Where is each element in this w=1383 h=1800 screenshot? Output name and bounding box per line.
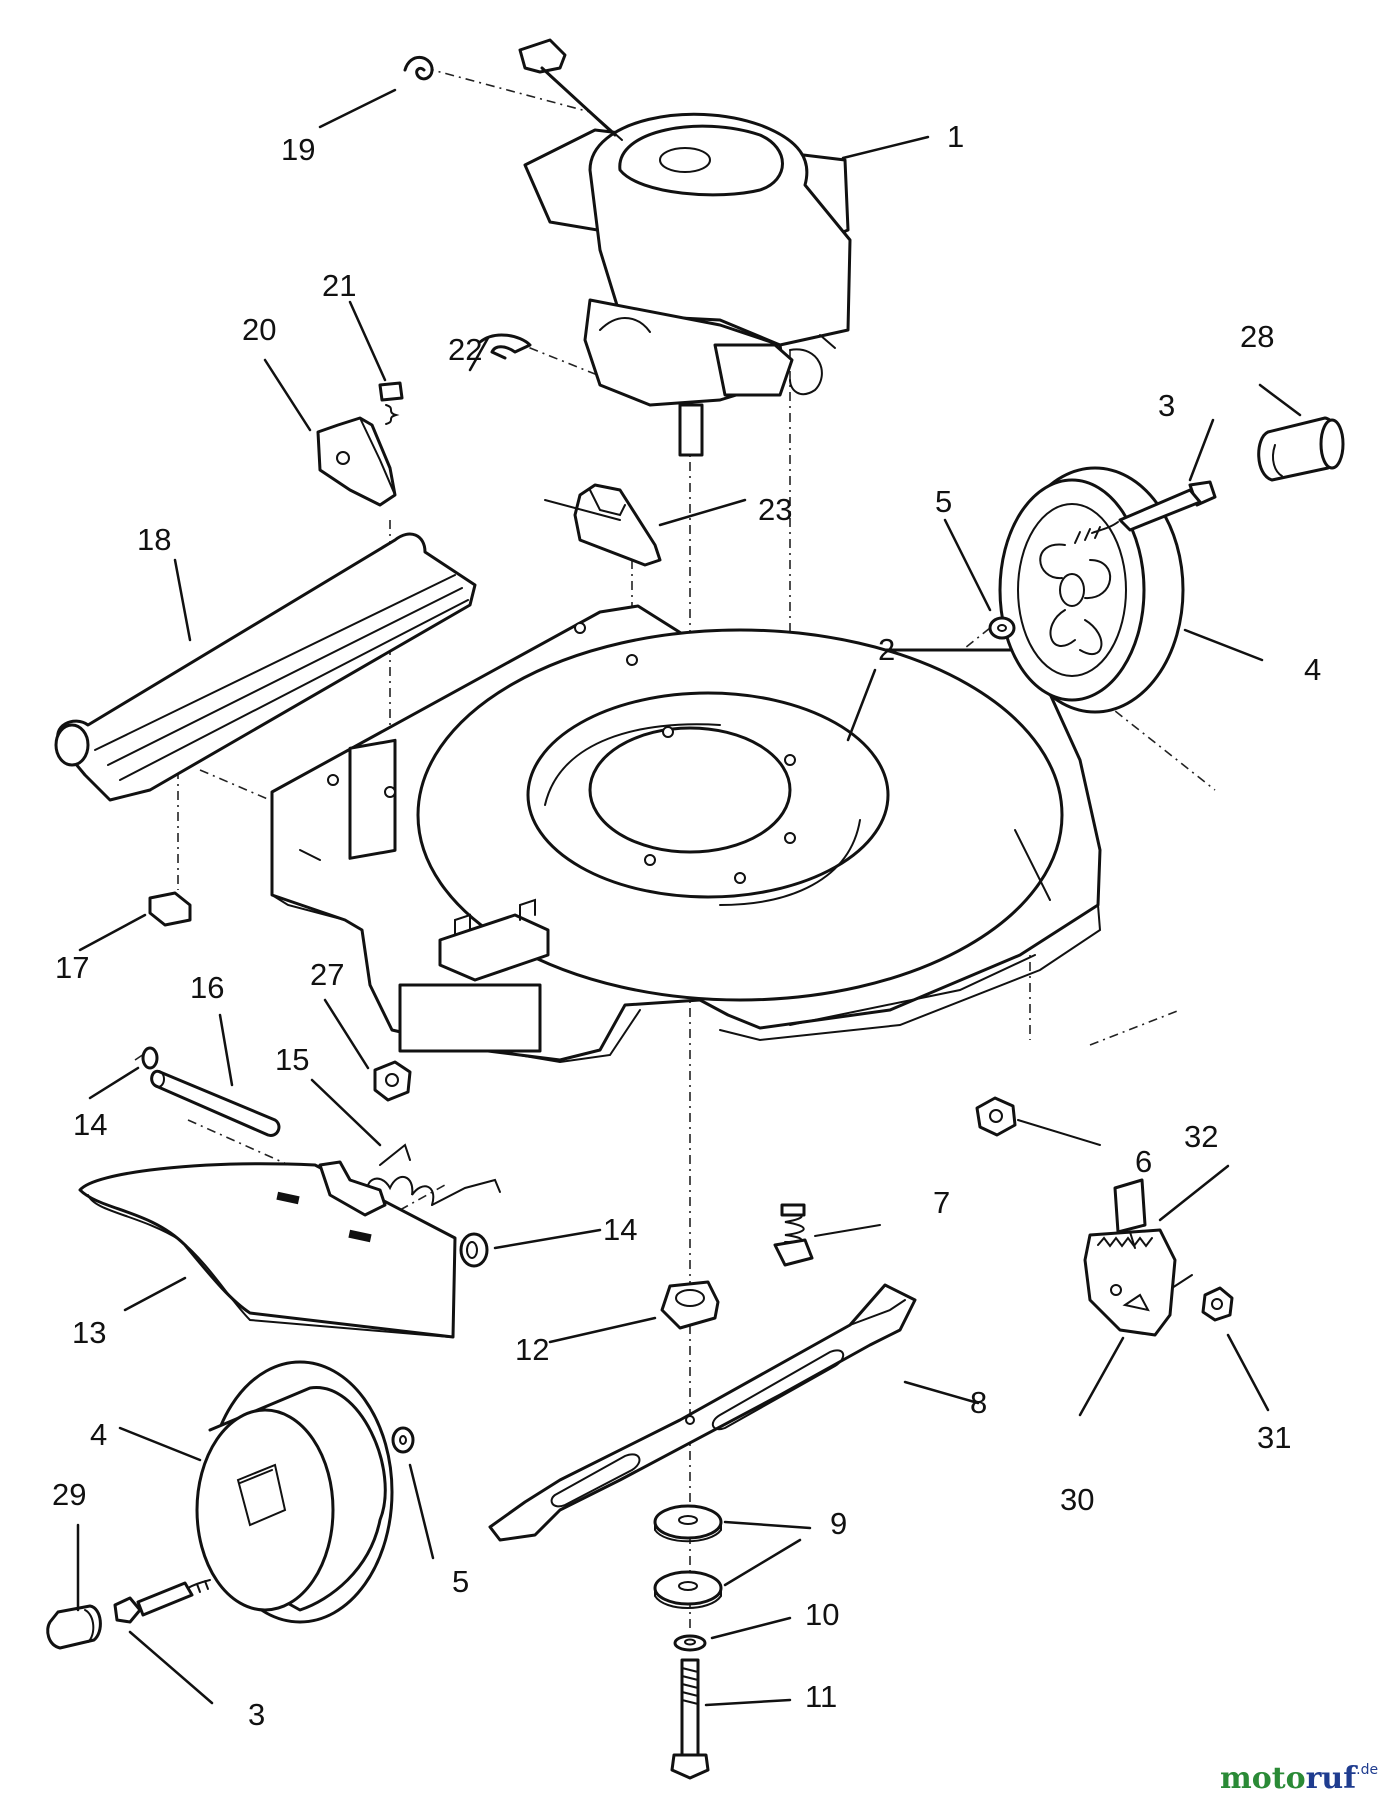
callout-31: 31	[1257, 1420, 1291, 1455]
bracket-20	[316, 416, 397, 507]
callout-5-right: 5	[935, 484, 952, 519]
wheel-4-right	[998, 466, 1185, 714]
callout-labels: 1 2 3 3 4 4 5 5 6 7 8 9 10 11 12 13 14 1…	[52, 119, 1321, 1732]
mower-deck	[270, 604, 1102, 1064]
bolt-21	[378, 381, 404, 425]
callout-8: 8	[970, 1385, 987, 1420]
callout-3-left: 3	[248, 1697, 265, 1732]
callout-9: 9	[830, 1506, 847, 1541]
bolt-7	[773, 1203, 881, 1267]
callout-2: 2	[878, 632, 895, 667]
washer-5-right	[988, 616, 1016, 640]
nut-6	[975, 1096, 1101, 1146]
washer-14-left	[141, 1046, 159, 1070]
callout-12: 12	[515, 1332, 549, 1367]
svg-text:motoruf.de: motoruf.de	[1220, 1761, 1378, 1796]
callout-28: 28	[1240, 319, 1274, 354]
callout-10: 10	[805, 1597, 839, 1632]
callout-21: 21	[322, 268, 356, 303]
leader-lines	[76, 88, 1302, 1707]
watermark-brand-part1: moto	[1220, 1761, 1306, 1796]
blade-8	[488, 1283, 917, 1542]
bracket-23	[544, 483, 662, 567]
callout-14-right: 14	[603, 1212, 637, 1247]
callout-27: 27	[310, 957, 344, 992]
rod-16	[150, 1069, 281, 1137]
nut-27	[373, 1060, 412, 1102]
callout-29: 29	[52, 1477, 86, 1512]
stiffener-9-lower	[653, 1570, 723, 1609]
callout-14-left: 14	[73, 1107, 107, 1142]
watermark-domain: .de	[1356, 1762, 1378, 1778]
blade-adapter-12	[660, 1280, 720, 1330]
callout-4-right: 4	[1304, 652, 1321, 687]
wheel-4-left	[195, 1360, 394, 1624]
bolt-3-left	[113, 1579, 211, 1624]
stiffener-9-upper	[653, 1504, 723, 1543]
callout-22: 22	[448, 332, 482, 367]
callout-3-right: 3	[1158, 388, 1175, 423]
callout-11: 11	[805, 1679, 837, 1714]
lever-grip-32	[1113, 1178, 1147, 1249]
callout-7: 7	[933, 1185, 950, 1220]
discharge-door-13	[78, 1160, 457, 1339]
callout-19: 19	[281, 132, 315, 167]
clip-19	[403, 55, 434, 81]
nut-31	[1201, 1286, 1234, 1322]
callout-20: 20	[242, 312, 276, 347]
lock-washer-10	[673, 1634, 707, 1652]
bolt-3-right	[1074, 480, 1217, 544]
callout-5-left: 5	[452, 1564, 469, 1599]
callout-32: 32	[1184, 1119, 1218, 1154]
clip-17	[148, 891, 192, 927]
blade-bolt-11	[670, 1658, 710, 1780]
engine	[518, 38, 852, 457]
callout-23: 23	[758, 492, 792, 527]
spring-15	[366, 1143, 501, 1206]
hub-cap-28	[1257, 416, 1345, 482]
height-adjuster-30	[1083, 1228, 1193, 1337]
hairpin-22	[478, 333, 532, 360]
callout-6: 6	[1135, 1144, 1152, 1179]
motoruf-watermark: motoruf.de	[1220, 1761, 1378, 1796]
callout-30: 30	[1060, 1482, 1094, 1517]
washer-14-right	[459, 1232, 489, 1268]
washer-5-left	[391, 1426, 415, 1454]
watermark-brand-part2: ruf	[1306, 1761, 1359, 1796]
callout-13: 13	[72, 1315, 106, 1350]
callout-17: 17	[55, 950, 89, 985]
callout-16: 16	[190, 970, 224, 1005]
rear-guard-18	[54, 532, 477, 802]
callout-4-left: 4	[90, 1417, 107, 1452]
callout-15: 15	[275, 1042, 309, 1077]
callout-1: 1	[947, 119, 964, 154]
cap-29	[46, 1604, 102, 1650]
callout-18: 18	[137, 522, 171, 557]
